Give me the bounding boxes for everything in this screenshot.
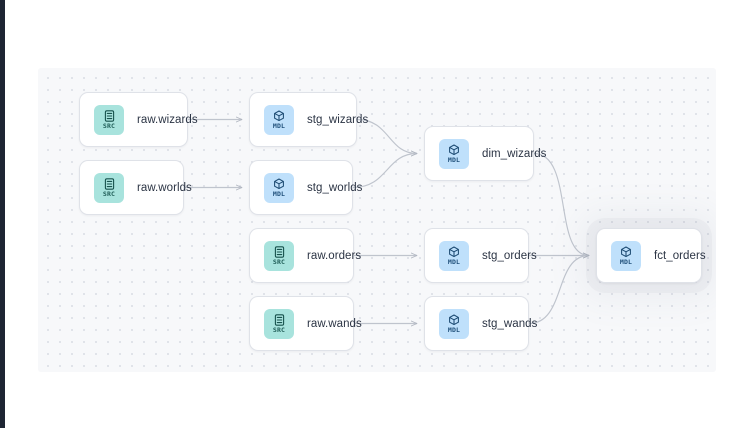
model-badge-label: MDL [447, 257, 461, 266]
node-raw-orders[interactable]: SRC raw.orders [249, 228, 361, 283]
node-label: raw.wands [307, 317, 362, 330]
database-icon [104, 178, 115, 190]
source-badge-label: SRC [272, 325, 286, 334]
cube-icon [620, 246, 632, 258]
node-label: stg_worlds [307, 181, 363, 194]
model-badge-label: MDL [272, 189, 286, 198]
node-label: stg_orders [482, 249, 537, 262]
cube-icon [448, 246, 460, 258]
model-badge-label: MDL [272, 121, 286, 130]
node-label: raw.worlds [137, 181, 192, 194]
node-stg-orders[interactable]: MDL stg_orders [424, 228, 537, 283]
source-badge: SRC [94, 172, 124, 203]
node-label: fct_orders [654, 249, 706, 262]
model-badge: MDL [439, 138, 469, 169]
left-navigation-rail [0, 0, 5, 428]
cube-icon [448, 144, 460, 156]
node-label: stg_wizards [307, 113, 369, 126]
source-badge: SRC [264, 240, 294, 271]
node-dim-wizards[interactable]: MDL dim_wizards [424, 126, 546, 181]
database-icon [274, 314, 285, 326]
model-badge: MDL [264, 104, 294, 135]
source-badge: SRC [94, 104, 124, 135]
node-label: raw.orders [307, 249, 362, 262]
node-raw-wizards[interactable]: SRC raw.wizards [79, 92, 198, 147]
model-badge-label: MDL [447, 155, 461, 164]
source-badge: SRC [264, 308, 294, 339]
node-raw-worlds[interactable]: SRC raw.worlds [79, 160, 192, 215]
lineage-canvas[interactable]: SRC raw.wizards SRC [38, 68, 716, 372]
node-fct-orders[interactable]: MDL fct_orders [596, 228, 706, 283]
model-badge-label: MDL [447, 325, 461, 334]
node-layer: SRC raw.wizards SRC [38, 68, 716, 372]
model-badge: MDL [611, 240, 641, 271]
model-badge: MDL [439, 308, 469, 339]
source-badge-label: SRC [272, 257, 286, 266]
model-badge: MDL [264, 172, 294, 203]
node-label: raw.wizards [137, 113, 198, 126]
node-label: stg_wands [482, 317, 538, 330]
node-stg-worlds[interactable]: MDL stg_worlds [249, 160, 362, 215]
database-icon [274, 246, 285, 258]
cube-icon [273, 178, 285, 190]
node-raw-wands[interactable]: SRC raw.wands [249, 296, 362, 351]
node-stg-wizards[interactable]: MDL stg_wizards [249, 92, 368, 147]
database-icon [104, 110, 115, 122]
model-badge: MDL [439, 240, 469, 271]
node-stg-wands[interactable]: MDL stg_wands [424, 296, 537, 351]
source-badge-label: SRC [102, 121, 116, 130]
node-label: dim_wizards [482, 147, 547, 160]
cube-icon [448, 314, 460, 326]
source-badge-label: SRC [102, 189, 116, 198]
model-badge-label: MDL [619, 257, 633, 266]
cube-icon [273, 110, 285, 122]
